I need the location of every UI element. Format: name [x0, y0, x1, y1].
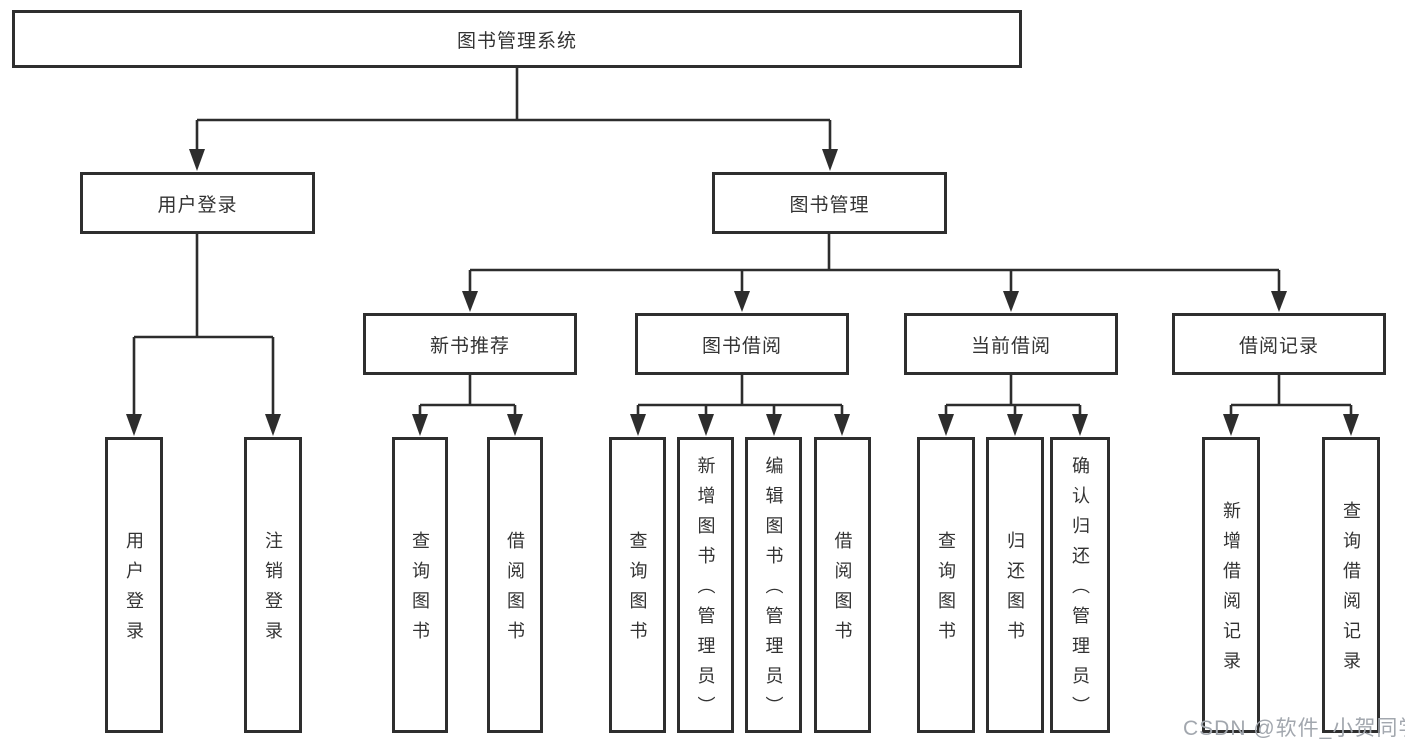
node-new-book-recommend: 新书推荐 [363, 313, 577, 375]
leaf-add-books-admin: 新增图书（管理员） [677, 437, 734, 733]
leaf-query-borrow-record-label: 查询借阅记录 [1341, 501, 1361, 681]
leaf-query-books-recommend: 查询图书 [392, 437, 448, 733]
node-book-management: 图书管理 [712, 172, 947, 234]
leaf-edit-books-admin: 编辑图书（管理员） [745, 437, 802, 733]
leaf-query-books-recommend-label: 查询图书 [410, 531, 430, 651]
leaf-user-login-label: 用户登录 [124, 531, 144, 651]
leaf-query-books-current: 查询图书 [917, 437, 975, 733]
leaf-confirm-return-admin-label: 确认归还（管理员） [1070, 456, 1090, 726]
leaf-borrow-books-label: 借阅图书 [832, 531, 853, 651]
node-current-borrow: 当前借阅 [904, 313, 1118, 375]
leaf-add-books-admin-label: 新增图书（管理员） [695, 456, 716, 726]
leaf-borrow-books: 借阅图书 [814, 437, 871, 733]
node-borrow-records: 借阅记录 [1172, 313, 1386, 375]
leaf-query-borrow-record: 查询借阅记录 [1322, 437, 1380, 733]
leaf-add-borrow-record-label: 新增借阅记录 [1221, 501, 1241, 681]
leaf-logout: 注销登录 [244, 437, 302, 733]
node-library-management-system: 图书管理系统 [12, 10, 1022, 68]
leaf-logout-label: 注销登录 [263, 531, 283, 651]
leaf-borrow-books-recommend: 借阅图书 [487, 437, 543, 733]
leaf-return-books: 归还图书 [986, 437, 1044, 733]
node-user-login: 用户登录 [80, 172, 315, 234]
leaf-add-borrow-record: 新增借阅记录 [1202, 437, 1260, 733]
leaf-user-login: 用户登录 [105, 437, 163, 733]
leaf-confirm-return-admin: 确认归还（管理员） [1050, 437, 1110, 733]
csdn-watermark: CSDN @软件_小贺同学 [1183, 717, 1405, 740]
node-book-borrow: 图书借阅 [635, 313, 849, 375]
leaf-query-books-current-label: 查询图书 [936, 531, 956, 651]
leaf-borrow-books-recommend-label: 借阅图书 [505, 531, 525, 651]
leaf-return-books-label: 归还图书 [1005, 531, 1025, 651]
leaf-query-books-borrow: 查询图书 [609, 437, 666, 733]
leaf-query-books-borrow-label: 查询图书 [627, 531, 648, 651]
leaf-edit-books-admin-label: 编辑图书（管理员） [763, 456, 784, 726]
